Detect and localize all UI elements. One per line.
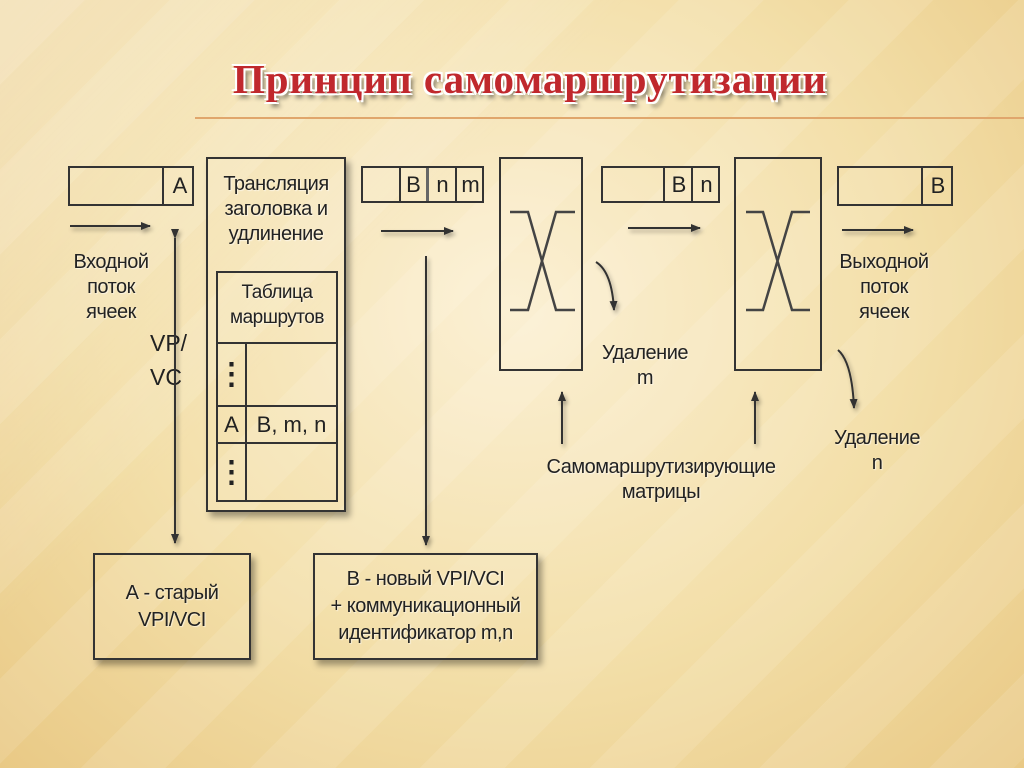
removal-n-line1: Удаление — [833, 427, 921, 449]
input-cell: A — [68, 166, 194, 206]
matrix-2-crossing — [746, 210, 810, 312]
cell-after-matrix1: B n — [601, 166, 720, 203]
note-new-line1: B - новый VPI/VCI — [346, 568, 505, 590]
slide-title: Принцип самомаршрутизации — [232, 56, 828, 102]
note-new-line3: идентификатор m,n — [338, 622, 513, 644]
vpvc-label-line1: VP/ — [150, 330, 188, 356]
translation-block — [206, 157, 346, 512]
input-cell-header: A — [162, 168, 196, 204]
cell-field-n: n — [691, 168, 720, 201]
removal-m-label: Удаление m — [584, 341, 706, 391]
cell-field-n: n — [426, 168, 456, 201]
matrices-label-line1: Самомаршрутизирующие — [546, 456, 776, 478]
output-stream-label-line2: поток — [860, 276, 908, 298]
note-old-line2: VPI/VCI — [138, 609, 206, 631]
removal-m-arrow — [595, 261, 618, 311]
removal-m-line1: Удаление — [601, 342, 689, 364]
input-stream-label-line3: ячеек — [86, 301, 136, 323]
title-underline — [195, 117, 1024, 119]
routing-table-row: ⋮ — [217, 444, 336, 500]
translation-block-title: Трансляция заголовка и удлинение — [206, 172, 346, 247]
input-stream-label-line1: Входной — [73, 251, 149, 273]
cell-field-b: B — [399, 168, 426, 201]
translation-title-line1: Трансляция — [223, 173, 329, 195]
translation-title-line2: заголовка и — [224, 198, 328, 220]
routing-table-key: ⋮ — [217, 344, 247, 405]
removal-n-label: Удаление n — [816, 426, 938, 476]
routing-table-key: ⋮ — [217, 444, 247, 500]
output-stream-label-line1: Выходной — [839, 251, 929, 273]
routing-table-header: Таблица маршрутов — [218, 273, 336, 344]
routing-table-row: ⋮ — [217, 344, 336, 407]
routing-table: Таблица маршрутов ⋮ A B, m, n ⋮ — [216, 271, 338, 502]
translation-title-line3: удлинение — [228, 223, 324, 245]
routing-table-header-line1: Таблица — [241, 282, 314, 303]
output-cell-header: B — [921, 168, 953, 204]
output-cell: B — [837, 166, 953, 206]
cell-field-b: B — [663, 168, 693, 201]
note-old-vpi: А - старый VPI/VCI — [93, 553, 251, 660]
note-new-line2: + коммуникационный — [330, 595, 521, 617]
cell-field-m: m — [455, 168, 484, 201]
removal-n-arrow — [837, 349, 858, 409]
removal-m-line2: m — [636, 367, 654, 389]
note-new-vpi: B - новый VPI/VCI + коммуникационный иде… — [313, 553, 538, 660]
matrices-label-line2: матрицы — [621, 481, 701, 503]
routing-matrix-2 — [734, 157, 822, 371]
note-old-line1: А - старый — [125, 582, 219, 604]
removal-n-line2: n — [871, 452, 883, 474]
matrix-1-crossing — [510, 210, 575, 312]
output-stream-label: Выходной поток ячеек — [823, 250, 945, 325]
output-stream-label-line3: ячеек — [859, 301, 909, 323]
input-stream-label: Входной поток ячеек — [50, 250, 172, 325]
input-stream-label-line2: поток — [87, 276, 135, 298]
routing-table-key: A — [218, 407, 247, 442]
routing-matrix-1 — [499, 157, 583, 371]
matrices-label: Самомаршрутизирующие матрицы — [500, 455, 822, 505]
routing-table-header-line2: маршрутов — [230, 307, 324, 328]
routing-table-value: B, m, n — [256, 411, 327, 437]
routing-table-row: A B, m, n — [218, 407, 336, 444]
cell-after-translation: B n m — [361, 166, 484, 203]
